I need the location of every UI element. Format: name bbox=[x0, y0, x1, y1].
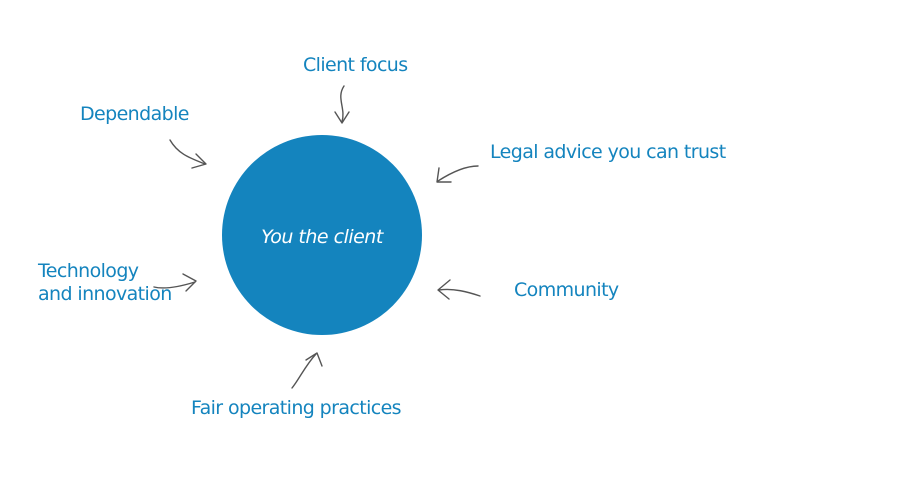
center-circle: You the client bbox=[222, 135, 422, 335]
arrow-technology bbox=[153, 273, 197, 292]
node-technology: Technology and innovation bbox=[38, 260, 172, 306]
node-client-focus: Client focus bbox=[303, 54, 408, 76]
node-community: Community bbox=[514, 279, 619, 301]
arrow-client-focus bbox=[334, 85, 350, 124]
node-technology-line2: and innovation bbox=[38, 283, 172, 305]
arrow-fair-practices bbox=[291, 352, 323, 389]
node-dependable: Dependable bbox=[80, 103, 189, 125]
node-fair-practices: Fair operating practices bbox=[191, 397, 402, 419]
arrow-dependable bbox=[169, 139, 207, 169]
arrow-community bbox=[437, 279, 481, 300]
node-legal-advice: Legal advice you can trust bbox=[490, 141, 726, 163]
center-label: You the client bbox=[261, 226, 383, 248]
arrow-legal-advice bbox=[436, 165, 479, 183]
node-technology-line1: Technology bbox=[38, 260, 139, 282]
